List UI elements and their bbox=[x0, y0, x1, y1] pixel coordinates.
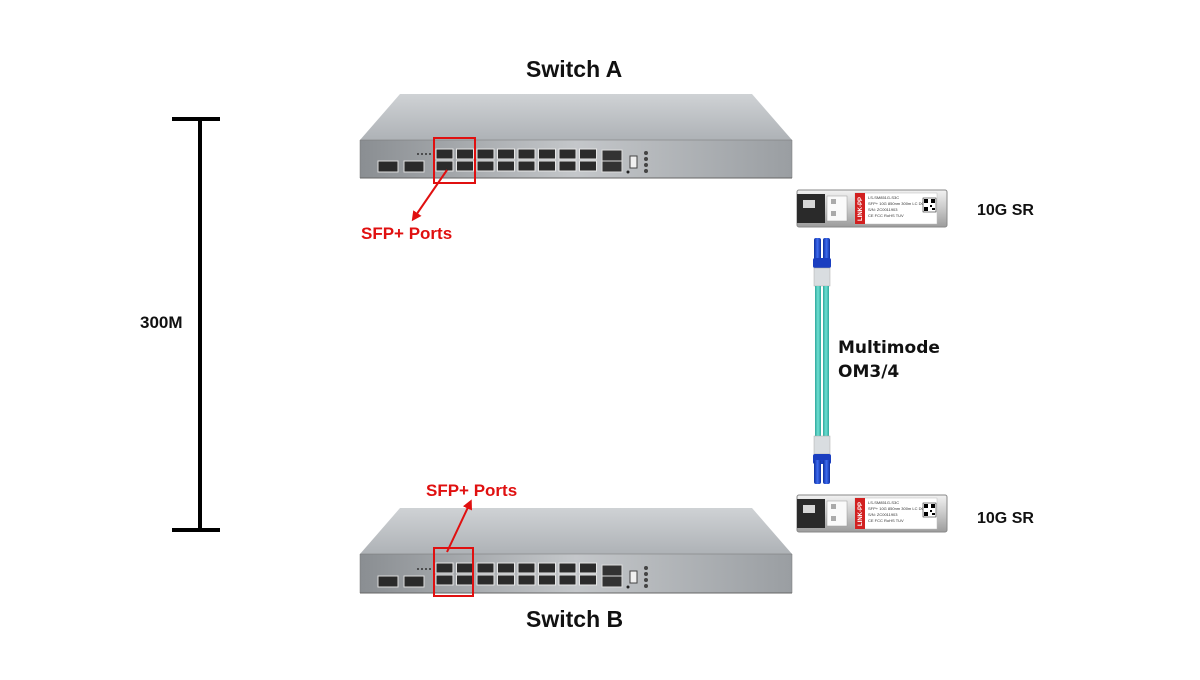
transceiver-bottom-text-4: CE FCC RoHS TUV bbox=[868, 518, 904, 523]
switch-b-uplink-ports bbox=[377, 568, 431, 588]
switch-a-sfp-port bbox=[517, 160, 536, 172]
switch-b-sfp-port bbox=[497, 562, 515, 574]
switch-a-sfp-port bbox=[456, 160, 474, 172]
switch-a-sfp-port bbox=[497, 148, 515, 160]
cable-type-line2: OM3/4 bbox=[838, 362, 900, 382]
transceiver-bottom-brand: LINK-PP bbox=[858, 502, 864, 526]
switch-a-sfp-port bbox=[538, 160, 556, 172]
cable-type-line1: Multimode bbox=[838, 338, 940, 358]
transceiver-bottom-text-2: SFP+ 10G 850nm 300m LC DOM bbox=[868, 506, 928, 511]
switch-a-sfp-label: SFP+ Ports bbox=[361, 224, 453, 243]
transceiver-top-label: 10G SR bbox=[977, 202, 1034, 219]
switch-b-sfp-port bbox=[476, 574, 495, 586]
switch-b-sfp-port bbox=[497, 574, 515, 586]
switch-b-sfp-port bbox=[456, 574, 474, 586]
switch-b-title: Switch B bbox=[526, 606, 624, 632]
switch-b-sfp-port-bank bbox=[435, 562, 597, 586]
transceiver-top-text-3: S/N: ZC0011903 bbox=[868, 207, 898, 212]
switch-b-sfp-port bbox=[579, 574, 597, 586]
switch-a-sfp-port bbox=[579, 160, 597, 172]
lc-connector-bottom bbox=[813, 435, 831, 484]
fiber-patch-cable bbox=[813, 238, 831, 484]
transceiver-bottom: LINK-PP LS-SM851G-S3C SFP+ 10G 850nm 300… bbox=[796, 494, 948, 533]
switch-a-mgmt-ports bbox=[601, 149, 648, 174]
switch-a-device bbox=[359, 94, 793, 222]
switch-a-sfp-port bbox=[476, 160, 495, 172]
transceiver-top-text-2: SFP+ 10G 850nm 300m LC DOM bbox=[868, 201, 928, 206]
switch-a-sfp-port bbox=[538, 148, 556, 160]
switch-a-sfp-port bbox=[497, 160, 515, 172]
switch-b-sfp-port bbox=[435, 562, 454, 574]
switch-b-sfp-label: SFP+ Ports bbox=[426, 481, 518, 500]
transceiver-top-text-1: LS-SM851G-S3C bbox=[868, 195, 899, 200]
transceiver-top-text-4: CE FCC RoHS TUV bbox=[868, 213, 904, 218]
switch-a-uplink-ports bbox=[377, 153, 431, 173]
lc-connector-top bbox=[813, 238, 831, 287]
switch-b-port-arrow bbox=[446, 499, 472, 553]
switch-b-sfp-highlight bbox=[433, 547, 474, 597]
switch-b-sfp-port bbox=[579, 562, 597, 574]
switch-b-sfp-port bbox=[435, 574, 454, 586]
switch-a-sfp-port-bank bbox=[435, 148, 597, 172]
switch-a-sfp-highlight bbox=[433, 137, 476, 184]
distance-label: 300M bbox=[140, 313, 183, 332]
switch-b-sfp-port bbox=[517, 574, 536, 586]
switch-a-sfp-port bbox=[558, 160, 577, 172]
transceiver-top-qr-icon bbox=[922, 197, 937, 213]
switch-b-sfp-port bbox=[456, 562, 474, 574]
switch-a-port-arrow bbox=[411, 169, 448, 222]
switch-b-sfp-port bbox=[476, 562, 495, 574]
transceiver-bottom-label: 10G SR bbox=[977, 510, 1034, 527]
switch-a-sfp-port bbox=[558, 148, 577, 160]
switch-b-sfp-port bbox=[538, 562, 556, 574]
switch-a-sfp-port bbox=[456, 148, 474, 160]
transceiver-top-brand: LINK-PP bbox=[858, 197, 864, 221]
cable-type-label: Multimode OM3/4 bbox=[838, 336, 940, 384]
switch-b-sfp-port bbox=[517, 562, 536, 574]
switch-a-sfp-port bbox=[579, 148, 597, 160]
transceiver-bottom-text-1: LS-SM851G-S3C bbox=[868, 500, 899, 505]
switch-a-sfp-port bbox=[476, 148, 495, 160]
switch-a-title: Switch A bbox=[526, 56, 623, 82]
switch-a-sfp-port bbox=[517, 148, 536, 160]
distance-ruler bbox=[172, 117, 220, 532]
switch-b-sfp-port bbox=[538, 574, 556, 586]
switch-a-sfp-port bbox=[435, 148, 454, 160]
switch-a-sfp-port bbox=[435, 160, 454, 172]
switch-b-sfp-port bbox=[558, 574, 577, 586]
switch-b-device bbox=[359, 499, 793, 597]
switch-b-sfp-port bbox=[558, 562, 577, 574]
transceiver-bottom-text-3: S/N: ZC0011903 bbox=[868, 512, 898, 517]
transceiver-bottom-qr-icon bbox=[922, 502, 937, 518]
switch-b-mgmt-ports bbox=[601, 564, 648, 589]
transceiver-top: LINK-PP LS-SM851G-S3C SFP+ 10G 850nm 300… bbox=[796, 189, 948, 228]
